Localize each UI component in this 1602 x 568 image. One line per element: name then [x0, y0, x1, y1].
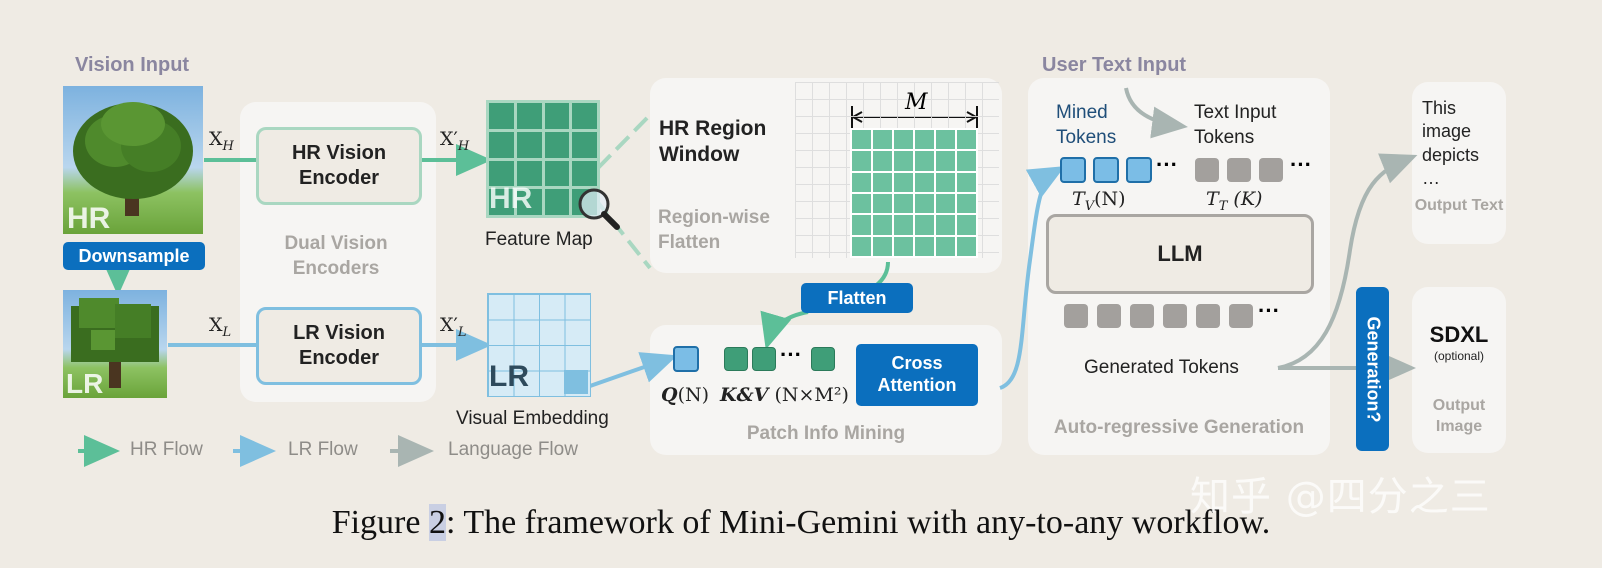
- flatten-to-kv-arrow: [760, 310, 809, 350]
- output-text-label: Output Text: [1414, 197, 1504, 214]
- generated-token-1: [1064, 304, 1088, 328]
- generated-token-4: [1163, 304, 1187, 328]
- region-window-title: HR Region Window: [659, 117, 767, 167]
- region-window-grid: [850, 128, 978, 258]
- user-text-input-title: User Text Input: [1042, 54, 1187, 76]
- kv-token-3: [811, 347, 835, 371]
- kv-token-1: [724, 347, 748, 371]
- lr-embedding-highlight-cell: [564, 370, 588, 394]
- user-text-arrow: [1124, 87, 1188, 139]
- feature-map-label: Feature Map: [485, 229, 593, 250]
- generated-token-3: [1130, 304, 1154, 328]
- kv-token-2: [752, 347, 776, 371]
- mined-token-2: [1093, 157, 1119, 183]
- generation-question-badge: Generation?: [1356, 287, 1389, 451]
- mined-tokens-ellipsis: ···: [1156, 152, 1178, 177]
- tv-label: TV(N): [1072, 188, 1126, 214]
- mined-token-1: [1060, 157, 1086, 183]
- vision-input-title: Vision Input: [75, 54, 190, 76]
- region-zoom-line-top: [596, 113, 652, 170]
- legend-language-flow: Language Flow: [448, 439, 578, 460]
- kv-label: K&V (N×M²): [720, 384, 849, 406]
- embedding-to-query-arrow: [589, 352, 678, 388]
- dual-vision-encoders-label: Dual Vision Encoders: [284, 233, 388, 279]
- generated-tokens-label: Generated Tokens: [1084, 357, 1239, 378]
- cross-attention-badge: Cross Attention: [856, 344, 978, 406]
- output-image-panel: [1412, 287, 1506, 453]
- region-wise-flatten-label: Region-wise Flatten: [658, 207, 770, 253]
- sdxl-optional-label: (optional): [1433, 349, 1485, 363]
- figure-number: 2: [428, 504, 446, 541]
- lr-image-tag: LR: [66, 368, 104, 398]
- cross-attention-to-llm-arrow: [999, 166, 1065, 390]
- generated-tokens-ellipsis: ···: [1258, 298, 1280, 323]
- m-dimension-label: M: [905, 90, 928, 115]
- tt-label: TT (K): [1206, 188, 1263, 214]
- visual-embedding-tag: LR: [489, 360, 529, 393]
- kv-ellipsis: ···: [780, 342, 802, 367]
- auto-regressive-generation-label: Auto-regressive Generation: [1053, 417, 1305, 438]
- query-label: Q(N): [661, 384, 710, 406]
- generated-token-5: [1196, 304, 1220, 328]
- mined-tokens-label: Mined Tokens: [1056, 102, 1117, 148]
- llm-block: LLM: [1046, 214, 1314, 294]
- legend-hr-flow: HR Flow: [130, 439, 203, 460]
- text-token-3: [1259, 158, 1283, 182]
- legend-lr-flow: LR Flow: [288, 439, 358, 460]
- figure-caption: Figure 2: The framework of Mini-Gemini w…: [331, 504, 1271, 541]
- hr-vision-encoder: HR Vision Encoder: [256, 127, 422, 205]
- x-prime-h-label: X′H: [440, 128, 470, 154]
- generation-question-text: Generation?: [1363, 315, 1384, 423]
- visual-embedding-label: Visual Embedding: [456, 408, 609, 429]
- text-token-1: [1195, 158, 1219, 182]
- output-text-content: This image depicts …: [1422, 98, 1480, 189]
- output-text-panel: [1412, 82, 1506, 244]
- query-token: [673, 346, 699, 372]
- lr-vision-encoder: LR Vision Encoder: [256, 307, 422, 385]
- text-token-2: [1227, 158, 1251, 182]
- mined-token-3: [1126, 157, 1152, 183]
- x-h-label: XH: [209, 128, 234, 154]
- generated-token-6: [1229, 304, 1253, 328]
- hr-tree-image: HR: [63, 86, 203, 234]
- watermark: 知乎 @四分之三: [1190, 474, 1491, 520]
- lr-tree-image: LR: [63, 290, 167, 398]
- sdxl-label: SDXL: [1429, 322, 1489, 347]
- hr-image-tag: HR: [67, 202, 111, 234]
- text-tokens-ellipsis: ···: [1290, 152, 1312, 177]
- patch-info-mining-label: Patch Info Mining: [746, 423, 906, 444]
- x-prime-l-label: X′L: [440, 314, 467, 340]
- x-l-label: XL: [209, 314, 232, 340]
- flatten-badge: Flatten: [801, 283, 913, 313]
- generated-to-text-arrow: [1277, 153, 1418, 370]
- output-image-label: Output Image: [1432, 397, 1486, 435]
- generated-token-2: [1097, 304, 1121, 328]
- feature-map-tag: HR: [489, 182, 533, 215]
- text-input-tokens-label: Text Input Tokens: [1194, 102, 1277, 148]
- downsample-badge: Downsample: [63, 242, 205, 270]
